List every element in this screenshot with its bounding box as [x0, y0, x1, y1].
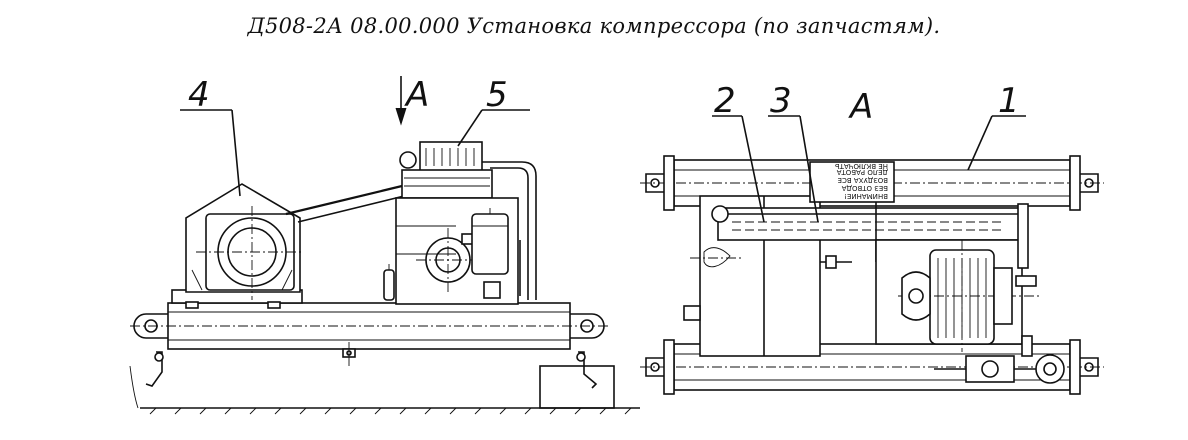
plate-line-1: ВНИМАНИЕ!	[844, 192, 888, 200]
plate-line-3: ВОЗДУХА ВСЕ	[838, 176, 888, 184]
warning-plate: ВНИМАНИЕ! БЕЗ ОТВОДА ВОЗДУХА ВСЕ ДЕЛО РА…	[809, 161, 895, 203]
plate-line-5: НЕ ВКЛЮЧАТЬ	[835, 162, 888, 170]
callout-1: 1	[998, 81, 1020, 121]
callout-4: 4	[188, 75, 210, 115]
view-a-arrow-label: А	[404, 75, 429, 115]
drawing-title: Д508-2А 08.00.000 Установка компрессора …	[247, 14, 941, 38]
plate-line-2: БЕЗ ОТВОДА	[841, 184, 888, 192]
callout-2: 2	[714, 81, 736, 121]
compressor	[383, 141, 537, 305]
frame-beam	[130, 302, 610, 389]
drive-belt	[285, 184, 405, 223]
callout-5: 5	[486, 75, 508, 115]
side-view	[129, 76, 640, 415]
plan-view: ВНИМАНИЕ! БЕЗ ОТВОДА ВОЗДУХА ВСЕ ДЕЛО РА…	[640, 115, 1104, 395]
view-arrow-a	[395, 76, 407, 126]
motor-guard	[185, 183, 304, 300]
ground-hatch	[129, 365, 640, 415]
callout-3: 3	[770, 81, 792, 121]
view-a-label: А	[848, 87, 873, 127]
plate-line-4: ДЕЛО РАБОТА	[837, 168, 888, 176]
